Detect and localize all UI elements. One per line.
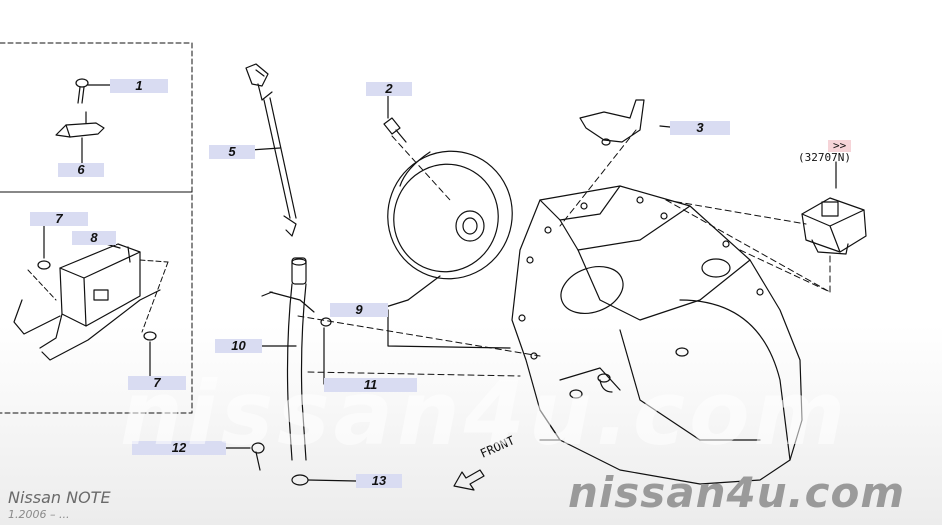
production-date: 1.2006 – ... bbox=[8, 508, 70, 521]
bolt-part-12 bbox=[225, 442, 265, 471]
bolt-part-1 bbox=[75, 78, 111, 104]
torque-converter-part-9 bbox=[375, 150, 513, 349]
callout-11: 11 bbox=[324, 378, 417, 392]
callout-7-upper: 7 bbox=[30, 212, 88, 226]
callout-13: 13 bbox=[356, 474, 402, 488]
sensor-part-6 bbox=[55, 111, 105, 166]
callout-12: 12 bbox=[132, 441, 226, 455]
bolt-part-7-lower bbox=[143, 331, 157, 379]
bracket-guide-lines bbox=[27, 259, 169, 333]
reference-arrow: >> bbox=[828, 140, 852, 152]
callout-2: 2 bbox=[366, 82, 412, 96]
transmission-case bbox=[511, 185, 803, 485]
watermark-text: nissan4u.com bbox=[568, 468, 906, 517]
control-unit-part-8 bbox=[13, 239, 161, 361]
callout-1: 1 bbox=[110, 79, 168, 93]
bracket-part-3 bbox=[579, 99, 671, 146]
dipstick-part-5 bbox=[235, 63, 297, 237]
watermark-overlay: nissan4u.com bbox=[120, 362, 850, 465]
callout-9: 9 bbox=[330, 303, 388, 317]
front-arrow-icon bbox=[453, 469, 485, 491]
model-name: Nissan NOTE bbox=[8, 488, 111, 507]
callout-5: 5 bbox=[209, 145, 255, 159]
bolt-part-2 bbox=[383, 95, 407, 143]
charging-pipe-part-10 bbox=[261, 257, 315, 461]
callout-6: 6 bbox=[58, 163, 104, 177]
bolt-part-7-upper bbox=[37, 225, 51, 270]
bolt-part-11 bbox=[320, 317, 332, 385]
reference-code: (32707N) bbox=[798, 151, 851, 164]
callout-3: 3 bbox=[670, 121, 730, 135]
callout-8: 8 bbox=[72, 231, 116, 245]
connector-cap bbox=[801, 161, 867, 255]
oring-part-13 bbox=[291, 474, 357, 486]
callout-7-lower: 7 bbox=[128, 376, 186, 390]
inset-frames bbox=[0, 42, 193, 414]
callout-10: 10 bbox=[215, 339, 262, 353]
leader-lines bbox=[297, 129, 831, 377]
